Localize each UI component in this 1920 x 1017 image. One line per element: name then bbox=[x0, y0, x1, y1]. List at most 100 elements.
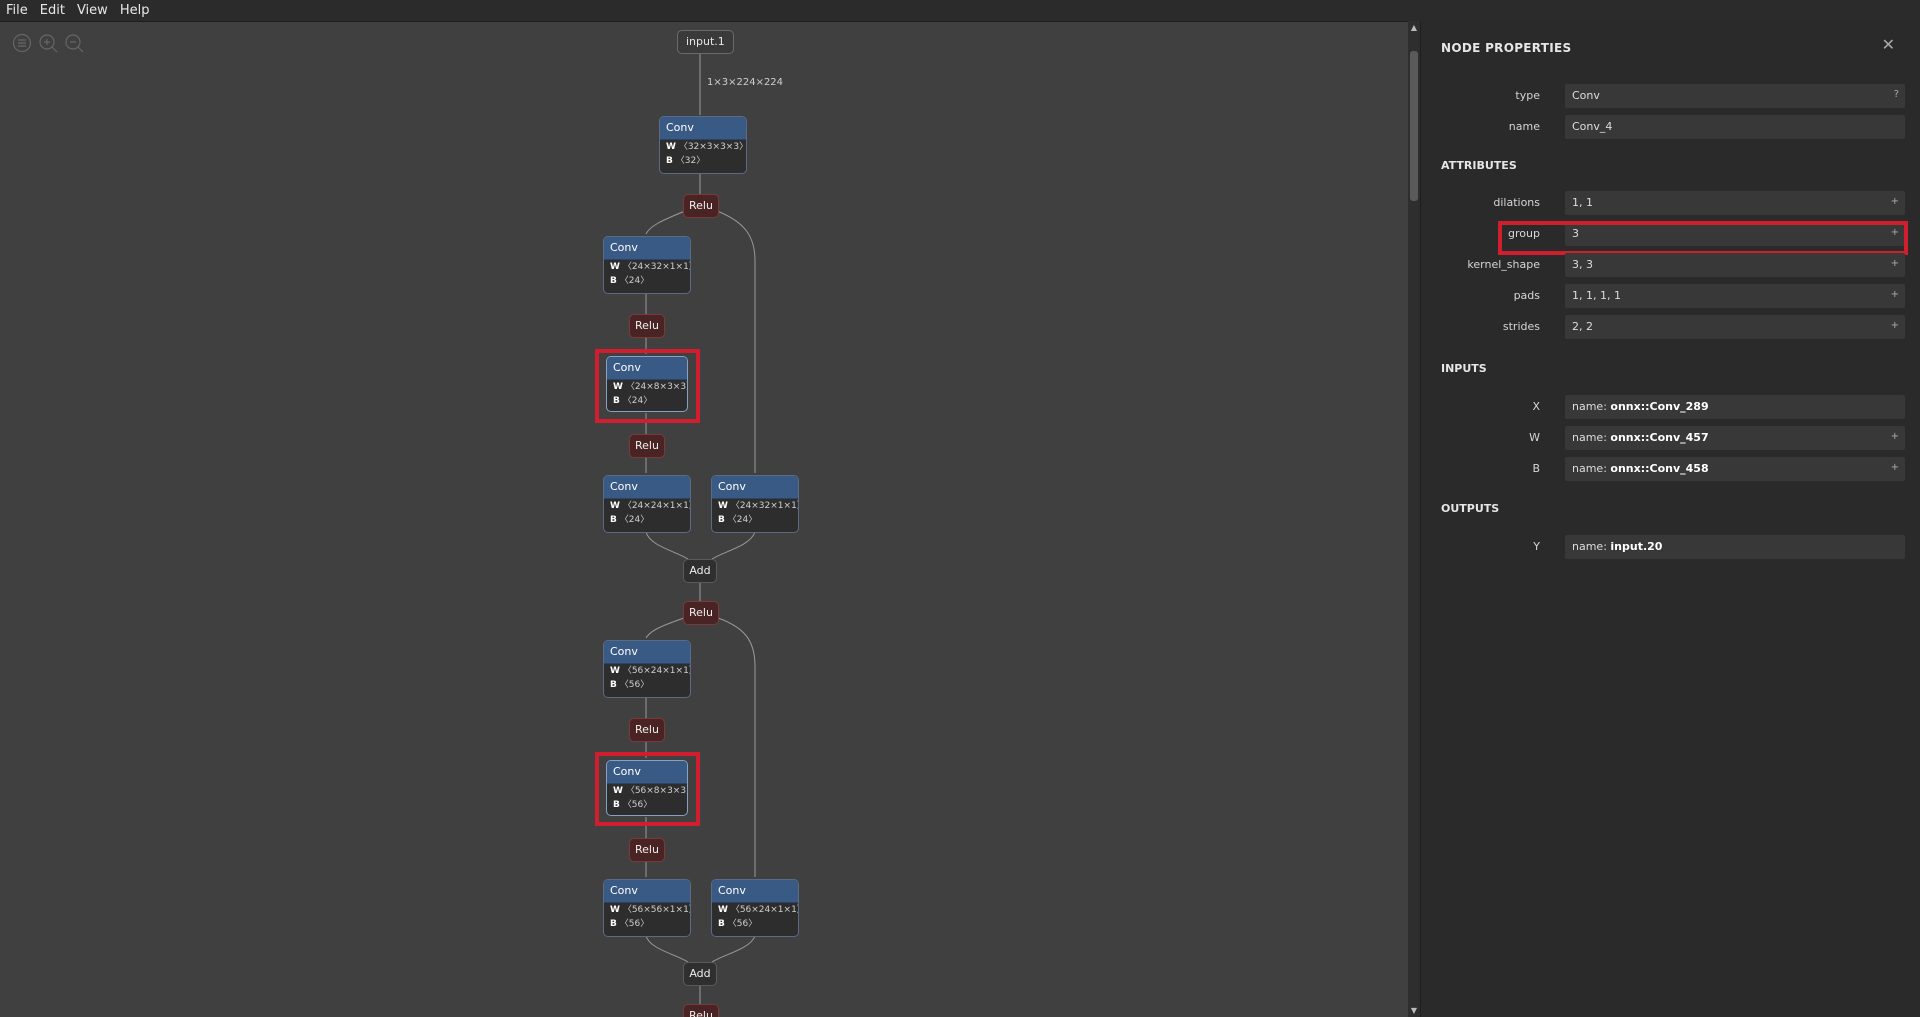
input-value[interactable]: name: onnx::Conv_457+ bbox=[1565, 426, 1905, 450]
property-value-text: Conv bbox=[1572, 89, 1600, 102]
attribute-label: kernel_shape bbox=[1467, 258, 1540, 271]
edge bbox=[711, 531, 756, 560]
expand-icon[interactable]: + bbox=[1890, 258, 1899, 269]
attribute-kernel-shape: kernel_shape 3, 3 + bbox=[1441, 253, 1905, 277]
weight-label: W bbox=[666, 142, 676, 152]
conv-node-type: Conv bbox=[607, 357, 687, 380]
conv-node[interactable]: Conv W 〈24×32×1×1〉 B 〈24〉 bbox=[603, 236, 691, 294]
conv-node[interactable]: Conv W 〈56×56×1×1〉 B 〈56〉 bbox=[603, 879, 691, 937]
attribute-label: group bbox=[1508, 227, 1540, 240]
zoom-out-button[interactable] bbox=[64, 33, 84, 53]
expand-icon[interactable]: + bbox=[1890, 320, 1899, 331]
weight-label: W bbox=[610, 262, 620, 272]
weight-label: W bbox=[718, 905, 728, 915]
expand-icon[interactable]: + bbox=[1890, 289, 1899, 300]
weight-label: W bbox=[613, 382, 623, 392]
panel-title: NODE PROPERTIES bbox=[1441, 41, 1572, 55]
input-node[interactable]: input.1 bbox=[677, 30, 734, 54]
conv-node[interactable]: Conv W 〈32×3×3×3〉 B 〈32〉 bbox=[659, 116, 747, 174]
weight-shape: 〈24×8×3×3〉 bbox=[625, 382, 687, 392]
attribute-value-text: 3 bbox=[1572, 227, 1579, 240]
menu-help[interactable]: Help bbox=[119, 3, 150, 18]
zoom-in-button[interactable] bbox=[38, 33, 58, 53]
graph-canvas[interactable]: input.1 1×3×224×224 Conv W 〈32×3×3×3〉 B … bbox=[0, 21, 1408, 1017]
input-value[interactable]: name: onnx::Conv_458+ bbox=[1565, 457, 1905, 481]
relu-node[interactable]: Relu bbox=[629, 838, 665, 862]
input-label: W bbox=[1529, 431, 1540, 444]
attribute-value[interactable]: 3+ bbox=[1565, 222, 1905, 246]
edge bbox=[645, 935, 689, 963]
relu-node[interactable]: Relu bbox=[629, 718, 665, 742]
bias-label: B bbox=[613, 396, 620, 406]
attribute-value[interactable]: 3, 3 + bbox=[1565, 253, 1905, 277]
scrollbar-thumb[interactable] bbox=[1410, 51, 1418, 201]
menu-bar: File Edit View Help bbox=[0, 0, 1920, 22]
conv-node[interactable]: Conv W 〈24×24×1×1〉 B 〈24〉 bbox=[603, 475, 691, 533]
outputs-section-title: OUTPUTS bbox=[1441, 502, 1500, 515]
weight-shape: 〈56×24×1×1〉 bbox=[622, 666, 691, 676]
conv-node[interactable]: Conv W 〈56×24×1×1〉 B 〈56〉 bbox=[603, 640, 691, 698]
zoom-out-icon bbox=[65, 34, 84, 53]
scroll-up-icon[interactable]: ▲ bbox=[1410, 23, 1418, 32]
output-y: Y name: input.20 bbox=[1441, 535, 1905, 559]
menu-edit[interactable]: Edit bbox=[39, 3, 65, 18]
conv-node-type: Conv bbox=[607, 761, 687, 784]
relu-node[interactable]: Relu bbox=[683, 194, 719, 218]
edge bbox=[711, 935, 756, 963]
bias-shape: 〈24〉 bbox=[622, 396, 653, 406]
weight-shape: 〈24×32×1×1〉 bbox=[622, 262, 691, 272]
graph-scrollbar[interactable]: ▲ ▼ bbox=[1408, 21, 1420, 1017]
expand-icon[interactable]: + bbox=[1890, 462, 1899, 473]
help-icon[interactable]: ? bbox=[1893, 89, 1899, 100]
bias-label: B bbox=[718, 515, 725, 525]
conv-node[interactable]: Conv W 〈56×8×3×3〉 B 〈56〉 bbox=[606, 760, 688, 816]
expand-icon[interactable]: + bbox=[1890, 431, 1899, 442]
weight-label: W bbox=[610, 666, 620, 676]
input-value[interactable]: name: onnx::Conv_289 bbox=[1565, 395, 1905, 419]
menu-list-icon bbox=[12, 33, 32, 53]
weight-label: W bbox=[613, 786, 623, 796]
attribute-value-text: 1, 1, 1, 1 bbox=[1572, 289, 1621, 302]
relu-node[interactable]: Relu bbox=[683, 1004, 719, 1017]
expand-icon[interactable]: + bbox=[1890, 196, 1899, 207]
output-value[interactable]: name: input.20 bbox=[1565, 535, 1905, 559]
attribute-value-text: 2, 2 bbox=[1572, 320, 1593, 333]
close-icon[interactable]: ✕ bbox=[1881, 35, 1895, 54]
bias-shape: 〈24〉 bbox=[727, 515, 758, 525]
property-value[interactable]: Conv_4 bbox=[1565, 115, 1905, 139]
property-value[interactable]: Conv? bbox=[1565, 84, 1905, 108]
weight-label: W bbox=[718, 501, 728, 511]
conv-node-type: Conv bbox=[604, 237, 690, 260]
conv-node-type: Conv bbox=[660, 117, 746, 140]
bias-shape: 〈56〉 bbox=[727, 919, 758, 929]
relu-node[interactable]: Relu bbox=[683, 601, 719, 625]
conv-node-type: Conv bbox=[712, 476, 798, 499]
menu-file[interactable]: File bbox=[6, 3, 28, 18]
input-w: W name: onnx::Conv_457+ bbox=[1441, 426, 1905, 450]
output-label: Y bbox=[1533, 540, 1540, 553]
menu-view[interactable]: View bbox=[76, 3, 108, 18]
output-name: input.20 bbox=[1610, 540, 1663, 553]
attribute-label: dilations bbox=[1493, 196, 1540, 209]
relu-node[interactable]: Relu bbox=[629, 314, 665, 338]
sidebar-toggle-button[interactable] bbox=[12, 33, 32, 53]
conv-node[interactable]: Conv W 〈24×32×1×1〉 B 〈24〉 bbox=[711, 475, 799, 533]
scroll-down-icon[interactable]: ▼ bbox=[1410, 1006, 1418, 1015]
attribute-value-text: 3, 3 bbox=[1572, 258, 1593, 271]
conv-node-selected[interactable]: Conv W 〈24×8×3×3〉 B 〈24〉 bbox=[606, 356, 688, 412]
expand-icon[interactable]: + bbox=[1890, 227, 1899, 238]
bias-shape: 〈56〉 bbox=[619, 919, 650, 929]
property-label: name bbox=[1508, 120, 1540, 133]
input-b: B name: onnx::Conv_458+ bbox=[1441, 457, 1905, 481]
add-node[interactable]: Add bbox=[683, 559, 717, 583]
attribute-value[interactable]: 1, 1, 1, 1 + bbox=[1565, 284, 1905, 308]
attribute-value[interactable]: 2, 2 + bbox=[1565, 315, 1905, 339]
zoom-in-icon bbox=[39, 34, 58, 53]
add-node[interactable]: Add bbox=[683, 962, 717, 986]
conv-node[interactable]: Conv W 〈56×24×1×1〉 B 〈56〉 bbox=[711, 879, 799, 937]
output-prefix: name: bbox=[1572, 540, 1611, 553]
input-prefix: name: bbox=[1572, 431, 1611, 444]
attribute-value[interactable]: 1, 1+ bbox=[1565, 191, 1905, 215]
relu-node[interactable]: Relu bbox=[629, 434, 665, 458]
conv-node-type: Conv bbox=[604, 880, 690, 903]
